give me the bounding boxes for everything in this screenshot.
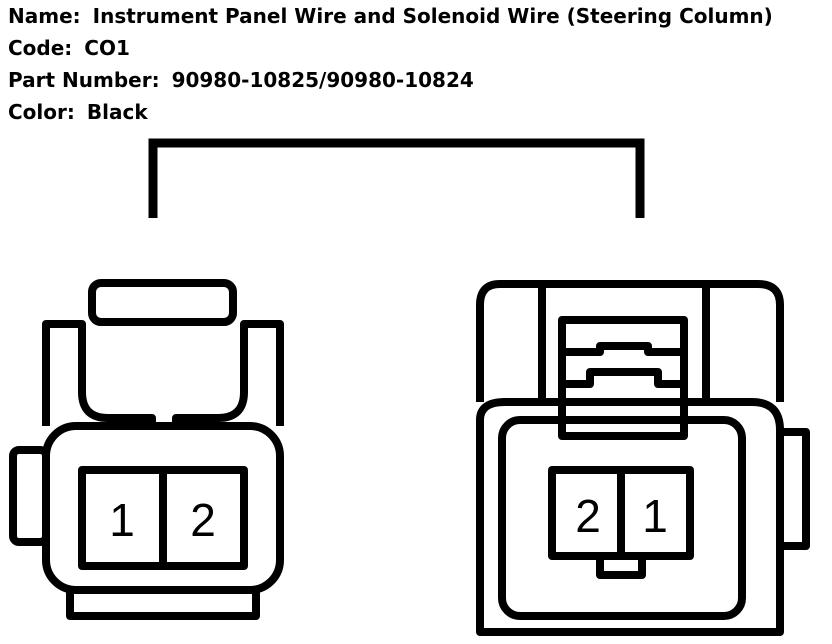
right-connector <box>476 280 810 636</box>
left-pin-1: 1 <box>109 494 135 546</box>
name-line: Name: Instrument Panel Wire and Solenoid … <box>8 0 773 32</box>
right-latch-lower <box>558 368 684 398</box>
left-lock-tab <box>88 279 237 326</box>
right-body-inner <box>498 416 746 620</box>
right-latch-upper <box>562 342 684 356</box>
code-line: Code: CO1 <box>8 32 773 64</box>
connector-info: Name: Instrument Panel Wire and Solenoid … <box>8 0 773 128</box>
name-label: Name: <box>8 4 81 28</box>
color-value: Black <box>86 100 148 124</box>
part-number-label: Part Number: <box>8 68 160 92</box>
code-label: Code: <box>8 36 73 60</box>
name-value: Instrument Panel Wire and Solenoid Wire … <box>92 4 773 28</box>
right-latch-window <box>558 316 688 440</box>
left-shoulder-right <box>172 320 284 426</box>
left-pin-2: 2 <box>190 494 216 546</box>
left-shoulder-left <box>42 320 156 426</box>
left-bottom-tab <box>66 586 260 620</box>
part-number-value: 90980-10825/90980-10824 <box>171 68 474 92</box>
color-label: Color: <box>8 100 75 124</box>
right-pin-1: 1 <box>642 490 668 542</box>
code-value: CO1 <box>84 36 130 60</box>
right-side-tab <box>780 428 810 550</box>
left-connector <box>9 279 284 620</box>
right-key <box>596 552 646 579</box>
color-line: Color: Black <box>8 96 773 128</box>
right-hood <box>476 280 784 402</box>
left-side-tab <box>9 446 50 546</box>
mating-bracket <box>148 138 645 218</box>
right-pin-2: 2 <box>575 490 601 542</box>
part-number-line: Part Number: 90980-10825/90980-10824 <box>8 64 773 96</box>
